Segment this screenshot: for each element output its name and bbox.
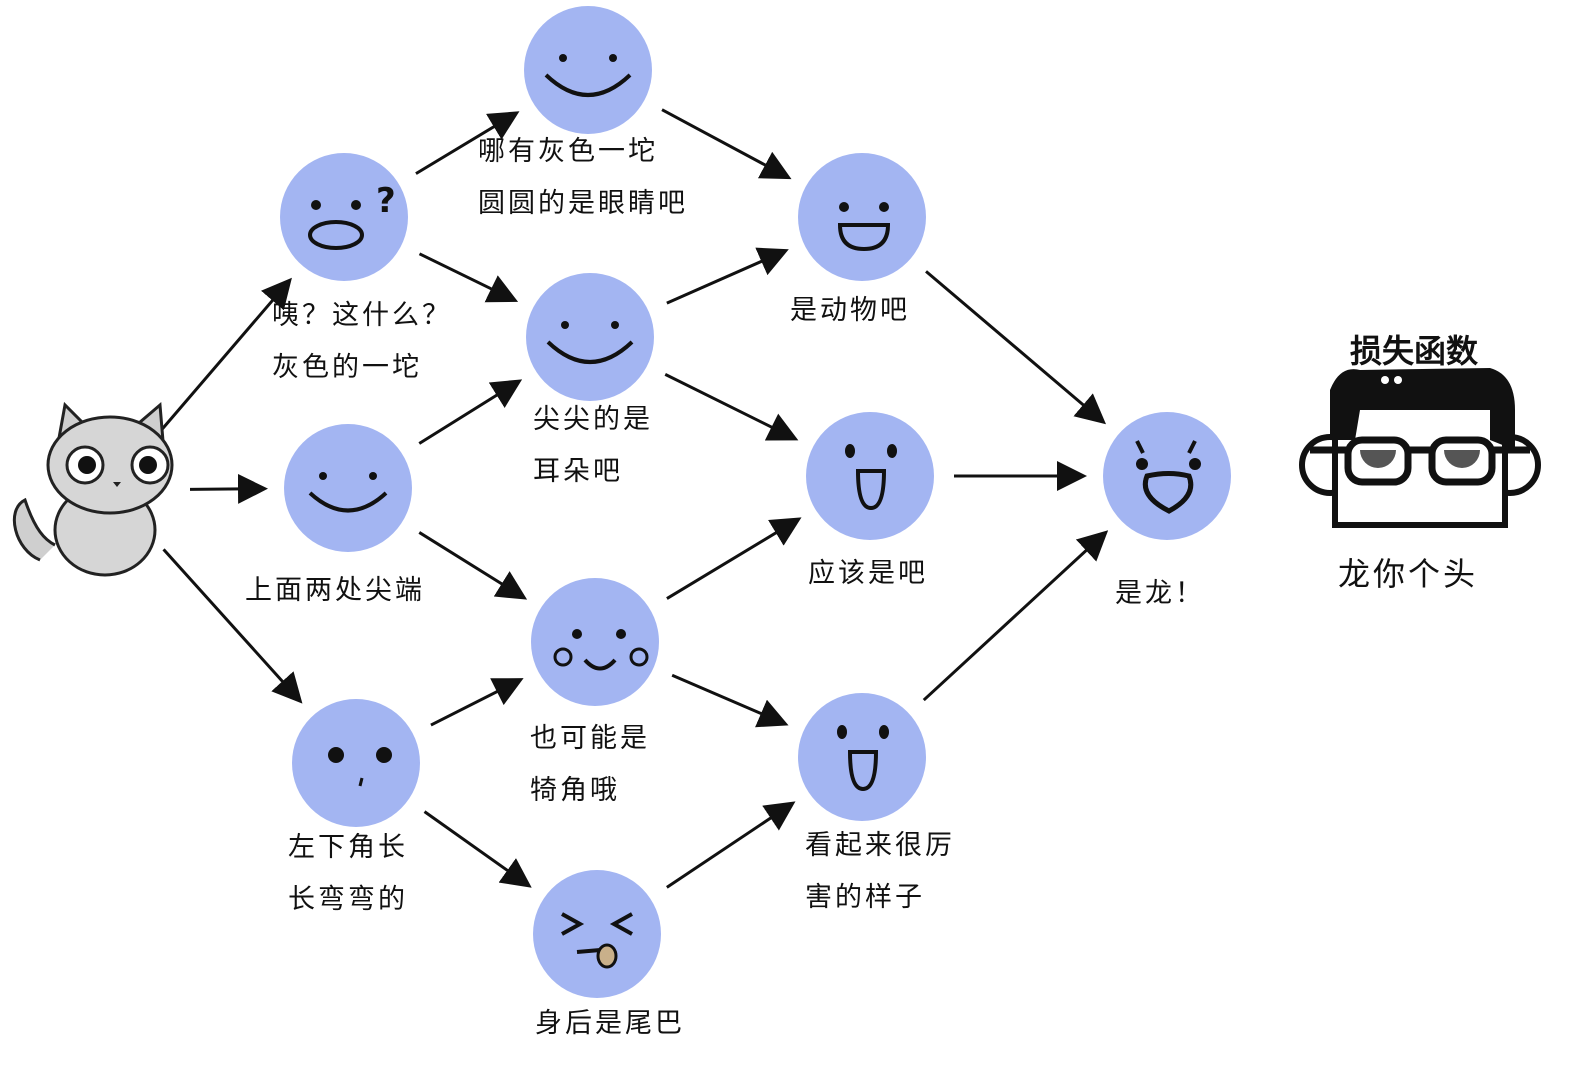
loss-caption: 龙你个头 bbox=[1338, 555, 1479, 593]
arrow-n6-n10 bbox=[671, 673, 789, 728]
node-label-n9: 应该是吧 bbox=[808, 548, 928, 600]
node-label-n10: 看起来很厉害的样子 bbox=[805, 820, 955, 924]
node-label-n6: 也可能是犄角哦 bbox=[530, 713, 650, 817]
node-label-n8: 是动物吧 bbox=[790, 285, 910, 337]
bigsmile-face-icon bbox=[544, 54, 632, 97]
label-line: 是龙！ bbox=[1115, 578, 1205, 609]
blush-face-icon bbox=[553, 629, 649, 671]
glasses-guy-image bbox=[1299, 368, 1541, 528]
label-line: 犄角哦 bbox=[530, 775, 620, 806]
node-label-n2: 上面两处尖端 bbox=[245, 565, 425, 617]
node-label-n11: 是龙！ bbox=[1115, 568, 1205, 620]
grin-face-icon bbox=[837, 202, 891, 252]
node-circle bbox=[526, 273, 654, 401]
node-label-n5: 尖尖的是耳朵吧 bbox=[533, 394, 653, 498]
node-label-n7: 身后是尾巴 bbox=[535, 998, 685, 1050]
node-n11 bbox=[1103, 412, 1231, 540]
node-circle bbox=[798, 153, 926, 281]
arrow-n6-n9 bbox=[666, 517, 802, 600]
tongue-face-icon bbox=[561, 912, 633, 969]
node-n2 bbox=[284, 424, 412, 552]
smile-face-icon bbox=[308, 472, 388, 513]
label-line: 身后是尾巴 bbox=[535, 1008, 685, 1039]
arrow-n10-n11 bbox=[922, 530, 1109, 702]
arrow-n8-n11 bbox=[925, 270, 1107, 425]
node-circle bbox=[280, 153, 408, 281]
node-n9 bbox=[806, 412, 934, 540]
label-line: 长弯弯的 bbox=[288, 884, 408, 915]
label-line: 看起来很厉 bbox=[805, 830, 955, 861]
node-n6 bbox=[531, 578, 659, 706]
label-line: 应该是吧 bbox=[808, 558, 928, 589]
open-face-icon bbox=[837, 725, 889, 792]
node-n8 bbox=[798, 153, 926, 281]
open-face-icon bbox=[845, 444, 897, 511]
loss-function-title: 损失函数 bbox=[1350, 332, 1479, 370]
node-n5 bbox=[526, 273, 654, 401]
svg-text:?: ? bbox=[376, 181, 396, 221]
label-line: 咦？这什么？ bbox=[272, 300, 452, 331]
surprised-face-icon: ? bbox=[308, 181, 396, 250]
label-line: 也可能是 bbox=[530, 723, 650, 754]
node-circle bbox=[524, 6, 652, 134]
arrow-n1-n5 bbox=[418, 252, 519, 303]
arrow-n5-n9 bbox=[664, 373, 799, 441]
label-line: 左下角长 bbox=[288, 832, 408, 863]
label-line: 灰色的一坨 bbox=[272, 352, 422, 383]
label-line: 是动物吧 bbox=[790, 295, 910, 326]
arrow-n5-n8 bbox=[666, 247, 789, 305]
arrow-cat-n3 bbox=[162, 548, 303, 704]
cat-image bbox=[12, 401, 174, 577]
node-circle bbox=[533, 870, 661, 998]
label-line: 哪有灰色一坨 bbox=[478, 136, 658, 167]
node-label-n4: 哪有灰色一坨圆圆的是眼睛吧 bbox=[478, 126, 688, 230]
arrow-n7-n10 bbox=[666, 801, 796, 889]
node-circle bbox=[531, 578, 659, 706]
arrow-n4-n8 bbox=[661, 108, 792, 180]
arrow-n1-n4 bbox=[415, 111, 520, 175]
label-line: 上面两处尖端 bbox=[245, 575, 425, 606]
bigsmile-face-icon bbox=[546, 321, 634, 364]
node-n10 bbox=[798, 693, 926, 821]
arrow-cat-n1 bbox=[160, 277, 292, 431]
arrow-n3-n7 bbox=[423, 810, 532, 888]
arrow-n3-n6 bbox=[430, 678, 524, 727]
node-n3 bbox=[292, 699, 420, 827]
node-circle bbox=[292, 699, 420, 827]
label-line: 害的样子 bbox=[805, 882, 925, 913]
arrow-n2-n5 bbox=[418, 379, 523, 445]
label-line: 尖尖的是 bbox=[533, 404, 653, 435]
node-n1: ? bbox=[280, 153, 408, 281]
arrow-n2-n6 bbox=[418, 531, 528, 600]
label-line: 圆圆的是眼睛吧 bbox=[478, 188, 688, 219]
node-circle bbox=[806, 412, 934, 540]
arrow-cat-n2 bbox=[189, 473, 269, 504]
node-n4 bbox=[524, 6, 652, 134]
node-label-n3: 左下角长长弯弯的 bbox=[288, 822, 408, 926]
node-n7 bbox=[533, 870, 661, 998]
shout-face-icon bbox=[1135, 440, 1201, 514]
label-line: 耳朵吧 bbox=[533, 456, 623, 487]
node-label-n1: 咦？这什么？ 灰色的一坨 bbox=[272, 290, 452, 394]
dots-face-icon bbox=[328, 747, 392, 787]
node-circle bbox=[798, 693, 926, 821]
node-circle bbox=[284, 424, 412, 552]
